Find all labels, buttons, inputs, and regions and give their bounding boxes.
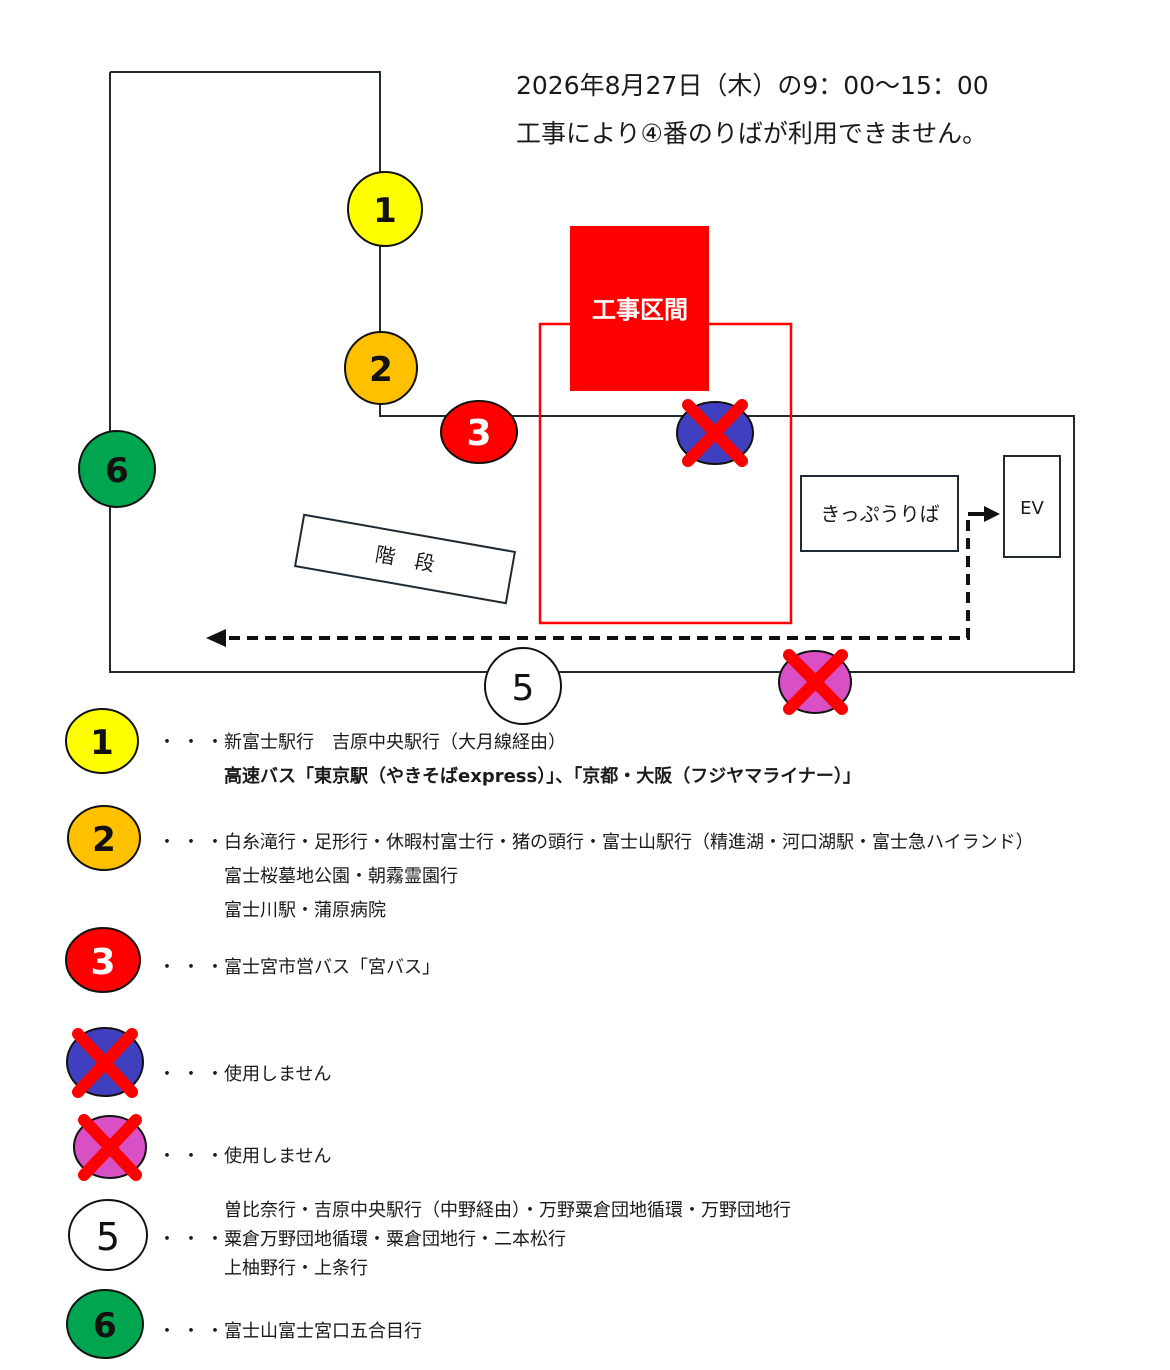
legend-stop-2-icon: 2 bbox=[67, 805, 141, 871]
legend-stop-5-routes-1: 曽比奈行・吉原中央駅行（中野経由）・万野粟倉団地循環・万野団地行 bbox=[224, 1200, 791, 1221]
legend-stop-2-routes-1: 白糸滝行・足形行・休暇村富士行・猪の頭行・富士山駅行（精進湖・河口湖駅・富士急ハ… bbox=[224, 832, 1034, 853]
elevator bbox=[1003, 455, 1061, 558]
ticket-office bbox=[800, 475, 959, 552]
legend-stop-2-routes-3: 富士川駅・蒲原病院 bbox=[224, 900, 386, 921]
legend-dots: ・・・ bbox=[158, 1064, 230, 1085]
stop-1-marker: 1 bbox=[347, 171, 423, 247]
stop-6-marker: 6 bbox=[78, 430, 156, 508]
svg-text:2: 2 bbox=[92, 820, 116, 860]
legend-dots: ・・・ bbox=[158, 1321, 230, 1342]
stop-1-number: 1 bbox=[373, 191, 397, 231]
legend-stop-5-routes-2: 粟倉万野団地循環・粟倉団地行・二本松行 bbox=[224, 1229, 566, 1250]
legend-stop-4-closed-icon bbox=[66, 1027, 144, 1098]
cross-icon bbox=[682, 399, 748, 467]
legend-stop-3-routes: 富士宮市営バス「宮バス」 bbox=[224, 957, 440, 978]
route-arrow-right bbox=[984, 506, 1000, 522]
stairs: 階 段 bbox=[293, 513, 517, 605]
notice-closure-line: 工事により④番のりばが利用できません。 bbox=[516, 119, 988, 148]
svg-text:1: 1 bbox=[90, 723, 114, 763]
legend-dots: ・・・ bbox=[158, 957, 230, 978]
legend-dots: ・・・ bbox=[158, 732, 230, 753]
stop-3-number: 3 bbox=[466, 413, 491, 454]
legend-stop-2-routes-2: 富士桜墓地公園・朝霧霊園行 bbox=[224, 866, 458, 887]
legend-stop-5-routes-3: 上柚野行・上条行 bbox=[224, 1258, 368, 1279]
legend-stop-5-icon: 5 bbox=[68, 1199, 148, 1271]
legend-stop-6-routes: 富士山富士宮口五合目行 bbox=[224, 1321, 422, 1342]
construction-label: 工事区間 bbox=[592, 296, 688, 324]
stop-5-number: 5 bbox=[512, 668, 535, 709]
legend-stop-1-express: 高速バス「東京駅（やきそばexpress）」、「京都・大阪（フジヤマライナー）」 bbox=[224, 766, 861, 787]
legend-stop-3-icon: 3 bbox=[65, 927, 141, 993]
svg-text:3: 3 bbox=[90, 942, 115, 983]
svg-text:6: 6 bbox=[93, 1306, 117, 1346]
legend-stop-1-routes: 新富士駅行 吉原中央駅行（大月線経由） bbox=[224, 732, 566, 753]
legend-stop-1-icon: 1 bbox=[65, 708, 139, 774]
stop-3-marker: 3 bbox=[440, 400, 518, 464]
elevator-label: EV bbox=[1020, 498, 1044, 519]
cross-icon bbox=[783, 649, 848, 715]
notice-date-line: 2026年8月27日（木）の9：00〜15：00 bbox=[516, 71, 989, 100]
svg-text:5: 5 bbox=[96, 1215, 120, 1259]
legend-dots: ・・・ bbox=[158, 832, 230, 853]
stop-5-marker: 5 bbox=[484, 647, 562, 725]
legend-stop-4-not-used: 使用しません bbox=[224, 1064, 332, 1085]
legend-stop-6-icon: 6 bbox=[66, 1289, 144, 1359]
stop-6-number: 6 bbox=[105, 451, 129, 491]
ticket-office-label: きっぷうりば bbox=[820, 502, 939, 526]
route-arrow-left bbox=[206, 629, 226, 647]
legend-dots: ・・・ bbox=[158, 1229, 230, 1250]
construction-block bbox=[570, 226, 709, 391]
legend-dots: ・・・ bbox=[158, 1146, 230, 1167]
terminal-outline bbox=[109, 71, 1075, 673]
stop-4-closed-marker bbox=[676, 399, 754, 467]
walking-route bbox=[226, 520, 970, 640]
stop-2-number: 2 bbox=[369, 350, 393, 390]
legend-pink-closed-icon bbox=[73, 1114, 147, 1181]
stop-2-marker: 2 bbox=[344, 331, 418, 405]
pink-stop-closed-marker bbox=[778, 649, 852, 715]
legend-pink-not-used: 使用しません bbox=[224, 1146, 332, 1167]
